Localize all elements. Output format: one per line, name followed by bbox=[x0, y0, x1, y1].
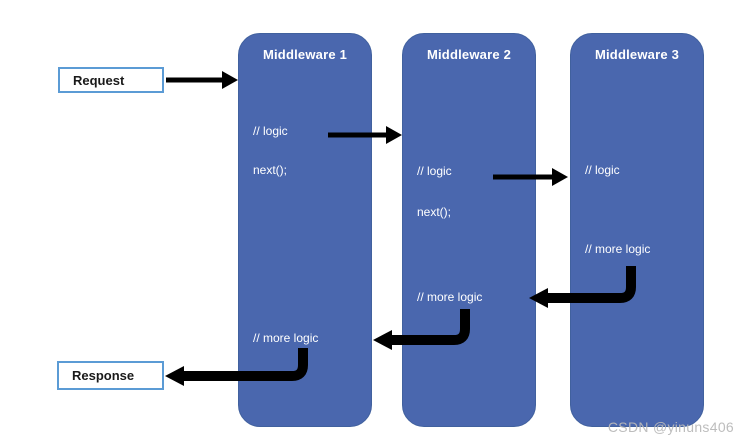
middleware-3-box: Middleware 3 // logic // more logic bbox=[570, 33, 704, 427]
arrow-request-to-middleware1 bbox=[166, 71, 238, 89]
middleware-1-title: Middleware 1 bbox=[262, 47, 348, 62]
request-label: Request bbox=[73, 72, 125, 88]
middleware-1-logic-line: // logic bbox=[253, 124, 288, 138]
middleware-2-title: Middleware 2 bbox=[426, 47, 512, 62]
middleware-1-next-line: next(); bbox=[253, 163, 288, 177]
response-label: Response bbox=[72, 368, 135, 383]
middleware-3-more-logic-line: // more logic bbox=[585, 242, 651, 256]
response-box: Response bbox=[57, 361, 164, 390]
middleware-1-box: Middleware 1 // logic next(); // more lo… bbox=[238, 33, 372, 427]
request-box: Request bbox=[58, 67, 164, 93]
middleware-3-logic-line: // logic bbox=[585, 163, 620, 177]
middleware-1-more-logic-line: // more logic bbox=[253, 331, 319, 345]
middleware-2-box: Middleware 2 // logic next(); // more lo… bbox=[402, 33, 536, 427]
middleware-3-title: Middleware 3 bbox=[594, 47, 680, 62]
middleware-2-more-logic-line: // more logic bbox=[417, 290, 483, 304]
middleware-2-next-line: next(); bbox=[417, 205, 452, 219]
watermark-text: CSDN @yinuns406 bbox=[607, 419, 734, 435]
middleware-2-logic-line: // logic bbox=[417, 164, 452, 178]
